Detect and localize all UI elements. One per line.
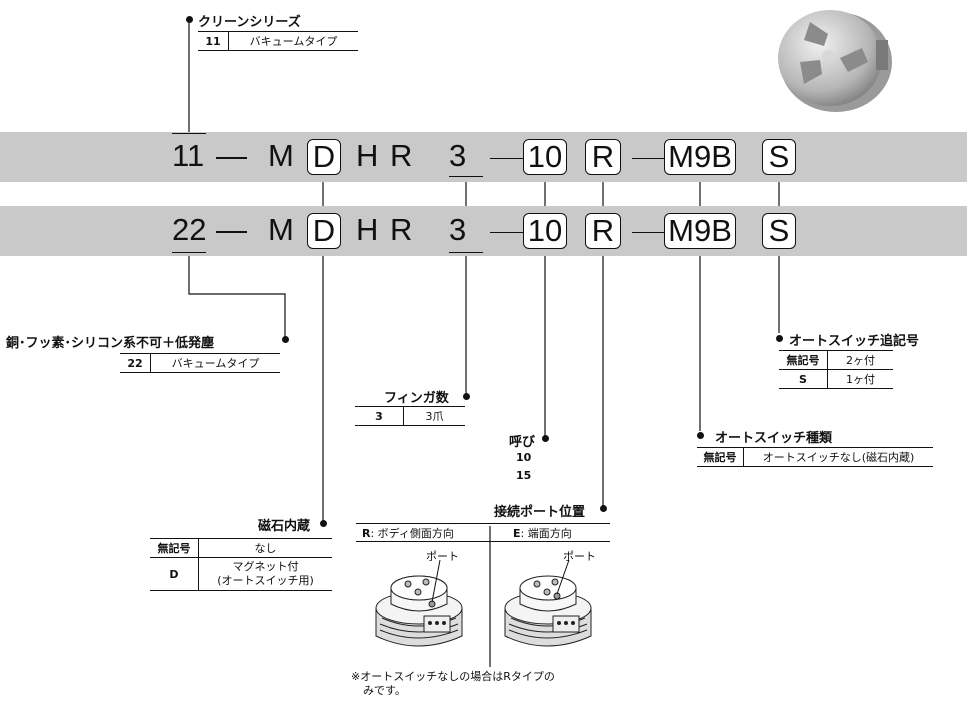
model-code-band-1 [0,132,967,182]
row2-count-box: S [762,213,796,249]
row1-h: H [356,138,379,173]
prefix-underline-1 [172,133,206,134]
magnet-desc-1: マグネット付 (オートスイッチ用) [198,557,332,591]
port-e-label: : 端面方向 [520,527,572,540]
bore-dot [542,435,549,442]
auto-switch-type-code: 無記号 [697,447,744,467]
low-dust-dot [282,336,289,343]
port-e-header: E: 端面方向 [513,525,572,541]
low-dust-code: 22 [120,353,151,373]
size-lead-2 [490,232,526,233]
auto-switch-count-code-0: 無記号 [779,350,828,370]
fingers-underline-2 [449,252,483,253]
port-header-bottom-line [356,541,610,542]
row2-port-box: R [585,213,621,249]
prefix-underline-2 [172,252,206,253]
auto-switch-count-desc-0: 2ヶ付 [827,350,893,370]
fingers-code: 3 [355,406,404,426]
row1-fingers: 3 [449,138,467,173]
clean-series-title: クリーンシリーズ [198,15,301,30]
gripper-side-port-illustration [375,560,463,647]
clean-series-desc: バキュームタイプ [228,31,358,51]
row2-prefix: 22 [172,212,207,247]
port-r-label: : ボディ側面方向 [370,527,454,540]
row1-prefix: 11 [172,138,205,173]
port-r-header: R: ボディ側面方向 [362,525,454,541]
low-dust-table: 22 バキュームタイプ [120,353,280,373]
magnet-dot [320,520,327,527]
fingers-underline-1 [449,176,483,177]
auto-switch-count-code-1: S [779,369,828,389]
auto-switch-type-title: オートスイッチ種類 [715,431,833,446]
row1-r: R [390,138,413,173]
port-position-dot [600,505,607,512]
row2-switch-box: M9B [664,213,736,249]
low-dust-desc: バキュームタイプ [150,353,280,373]
row1-port-box: R [585,139,621,175]
gripper-end-port-illustration [504,560,592,647]
magnet-table: 無記号 なし D マグネット付 (オートスイッチ用) [150,538,332,591]
row1-count-box: S [762,139,796,175]
row2-d-box: D [307,213,341,249]
magnet-desc-0: なし [198,538,332,558]
port-r-port-label: ポート [426,550,459,563]
product-photo [778,10,892,112]
row1-m: M [268,138,294,173]
port-note-line1: ※オートスイッチなしの場合はRタイプの [351,670,555,683]
port-header-top-line [356,523,610,524]
switch-lead-1 [632,158,668,159]
row1-dash: — [216,138,247,173]
magnet-desc-1-line1: マグネット付 [232,560,299,573]
port-e-port-label: ポート [563,550,596,563]
clean-series-table: 11 バキュームタイプ [198,31,358,51]
auto-switch-count-dot [776,335,783,342]
auto-switch-count-table: 無記号 2ヶ付 S 1ヶ付 [779,350,893,389]
low-dust-title: 銅･フッ素･シリコン系不可＋低発塵 [6,336,215,351]
clean-series-code: 11 [198,31,229,51]
auto-switch-type-dot [697,432,704,439]
fingers-dot [463,393,470,400]
port-e-code: E [513,527,521,540]
row2-h: H [356,212,379,247]
fingers-desc: 3爪 [403,406,465,426]
fingers-table: 3 3爪 [355,406,465,426]
auto-switch-count-title: オートスイッチ追記号 [789,334,920,349]
magnet-code-0: 無記号 [150,538,199,558]
row2-r: R [390,212,413,247]
port-note-line2: みです。 [363,684,406,697]
row1-d-box: D [307,139,341,175]
bore-title: 呼び [509,435,536,450]
size-lead-1 [490,158,526,159]
port-r-code: R [362,527,371,540]
row2-m: M [268,212,294,247]
magnet-code-1: D [150,557,199,591]
row1-size-box: 10 [523,139,567,175]
row2-dash: — [216,212,247,247]
model-code-band-2 [0,206,967,256]
auto-switch-count-desc-1: 1ヶ付 [827,369,893,389]
row2-fingers: 3 [449,212,467,247]
row1-switch-box: M9B [664,139,736,175]
bore-value-15: 15 [516,469,532,482]
auto-switch-type-table: 無記号 オートスイッチなし(磁石内蔵) [697,447,933,467]
port-note: ※オートスイッチなしの場合はRタイプの みです。 [351,670,555,698]
auto-switch-type-desc: オートスイッチなし(磁石内蔵) [743,447,933,467]
magnet-desc-1-line2: (オートスイッチ用) [217,574,314,587]
fingers-title: フィンガ数 [384,391,449,406]
row2-size-box: 10 [523,213,567,249]
clean-series-dot [186,16,193,23]
switch-lead-2 [632,232,668,233]
bore-value-10: 10 [516,451,532,464]
port-position-title: 接続ポート位置 [494,505,586,520]
magnet-title: 磁石内蔵 [258,519,311,534]
